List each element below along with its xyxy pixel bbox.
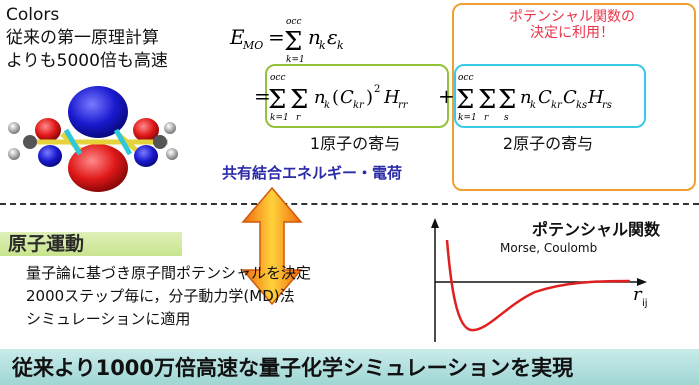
svg-text:occ: occ xyxy=(458,73,474,83)
potential-curve-graph: E ij r ij xyxy=(425,218,648,342)
one-atom-term-box xyxy=(265,64,449,128)
svg-text:kr: kr xyxy=(551,100,563,111)
intro-line-colors: Colors xyxy=(6,5,60,25)
motion-line-2: 2000ステップ毎に，分子動力学(MD)法 xyxy=(26,287,295,305)
svg-text:n: n xyxy=(314,87,326,108)
svg-text:Σ: Σ xyxy=(268,85,286,115)
svg-text:n: n xyxy=(520,87,532,108)
atomic-motion-title: 原子運動 xyxy=(8,233,85,255)
potential-use-note-line1: ポテンシャル関数の xyxy=(509,9,635,25)
svg-text:n: n xyxy=(308,25,321,49)
atomic-motion-description: 量子論に基づき原子間ポテンシャルを決定 2000ステップ毎に，分子動力学(MD)… xyxy=(26,262,311,331)
svg-text:s: s xyxy=(504,113,509,123)
svg-text:occ: occ xyxy=(286,17,302,27)
svg-text:k: k xyxy=(337,39,344,52)
svg-text:occ: occ xyxy=(270,73,286,83)
svg-text:ε: ε xyxy=(327,25,338,49)
potential-use-note-line2: 決定に利用！ xyxy=(530,25,614,41)
svg-text:r: r xyxy=(484,113,489,123)
one-atom-contribution-label: 1原子の寄与 xyxy=(309,134,401,153)
svg-text:+: + xyxy=(438,84,455,108)
svg-text:k=1: k=1 xyxy=(270,113,289,123)
svg-text:Σ: Σ xyxy=(478,85,496,115)
section-divider xyxy=(0,203,699,205)
two-atom-term-box xyxy=(454,64,646,128)
intro-line-3: よりも5000倍も高速 xyxy=(6,51,168,71)
svg-text:C: C xyxy=(563,87,577,108)
x-axis-label: r xyxy=(633,284,643,305)
potential-function-title: ポテンシャル関数 xyxy=(532,220,661,239)
svg-text:C: C xyxy=(538,87,552,108)
svg-text:Σ: Σ xyxy=(284,27,302,57)
potential-curve xyxy=(445,239,631,332)
svg-text:): ) xyxy=(366,87,373,108)
svg-text:=: = xyxy=(254,84,271,108)
double-arrow-icon xyxy=(241,186,303,306)
svg-text:2: 2 xyxy=(374,84,380,95)
motion-line-3: シミュレーションに適用 xyxy=(26,310,191,328)
svg-text:ks: ks xyxy=(576,100,587,111)
svg-text:(: ( xyxy=(332,87,339,108)
potential-use-box xyxy=(452,3,696,191)
molecular-orbital-image xyxy=(8,86,178,192)
potential-function-subtitle: Morse, Coulomb xyxy=(500,241,598,255)
svg-text:C: C xyxy=(340,87,354,108)
conclusion-text: 従来より1000万倍高速な量子化学シミュレーションを実現 xyxy=(12,356,574,380)
svg-text:k=1: k=1 xyxy=(458,113,477,123)
svg-text:=: = xyxy=(268,25,285,49)
potential-use-note: ポテンシャル関数の 決定に利用！ xyxy=(456,9,688,41)
svg-text:H: H xyxy=(383,87,400,108)
svg-text:E: E xyxy=(229,25,245,49)
intro-line-2: 従来の第一原理計算 xyxy=(6,28,159,48)
intro-text: Colors 従来の第一原理計算 よりも5000倍も高速 xyxy=(6,4,168,73)
svg-text:rs: rs xyxy=(602,100,612,111)
covalent-energy-charge-label: 共有結合エネルギー・電荷 xyxy=(222,164,403,182)
svg-text:rr: rr xyxy=(398,100,409,111)
svg-text:k=1: k=1 xyxy=(286,55,305,65)
svg-text:MO: MO xyxy=(242,39,263,52)
mo-energy-equation: E MO = occ Σ k=1 n k ε k = occ Σ k=1 Σ r… xyxy=(229,17,612,123)
y-axis-label-sub: ij xyxy=(425,243,426,254)
svg-text:kr: kr xyxy=(353,100,365,111)
x-axis-label-sub: ij xyxy=(642,298,648,309)
svg-text:k: k xyxy=(530,100,536,111)
two-atom-contribution-label: 2原子の寄与 xyxy=(502,134,594,153)
svg-text:Σ: Σ xyxy=(290,85,308,115)
y-axis-arrow-icon xyxy=(431,218,439,228)
svg-text:H: H xyxy=(587,87,604,108)
motion-line-1: 量子論に基づき原子間ポテンシャルを決定 xyxy=(26,264,312,282)
x-axis-arrow-icon xyxy=(637,278,647,286)
atomic-motion-banner xyxy=(0,232,182,256)
conclusion-banner xyxy=(0,349,699,385)
svg-text:k: k xyxy=(319,39,326,52)
svg-text:r: r xyxy=(296,113,301,123)
svg-text:k: k xyxy=(324,100,330,111)
svg-text:Σ: Σ xyxy=(498,85,516,115)
svg-text:Σ: Σ xyxy=(456,85,474,115)
